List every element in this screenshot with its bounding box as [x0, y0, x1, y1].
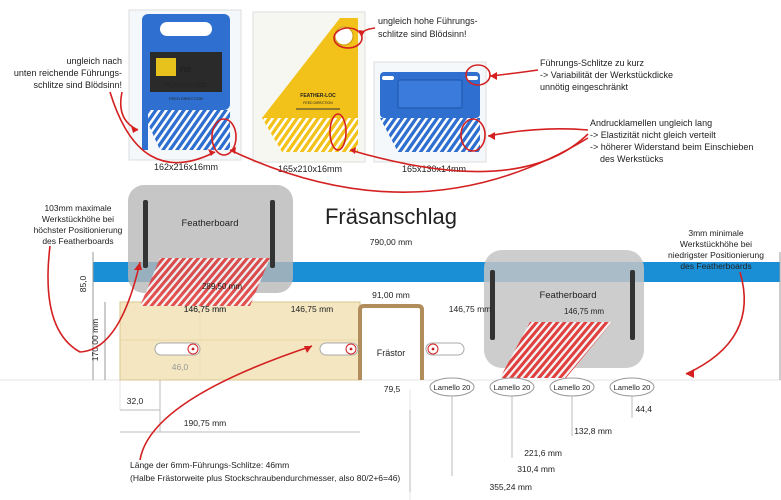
bolt-slots: [154, 342, 465, 356]
lamello-row: Lamello 20 Lamello 20 Lamello 20 Lamello…: [429, 377, 655, 397]
note-min-3: niedrigster Positionierung: [668, 250, 764, 260]
note-left-1: ungleich nach: [66, 56, 122, 66]
note-min-2: Werkstückhöhe bei: [680, 239, 752, 249]
dim-44: 44,4: [635, 404, 652, 414]
lamello-4: Lamello 20: [614, 383, 651, 392]
slot-arrowhead: [304, 346, 312, 353]
dim-32: 32,0: [127, 396, 144, 406]
annotation-marks: [109, 27, 589, 193]
yellow-feed-direction: FEED DIRECTION: [303, 101, 333, 105]
lamello-1: Lamello 20: [434, 383, 471, 392]
frastor-label: Frästor: [377, 348, 406, 358]
slot-length-note: Länge der 6mm-Führungs-Schlitze: 46mm (H…: [130, 460, 400, 483]
fence-dimensions: 146,75 mm 146,75 mm 146,75 mm 146,75 mm …: [172, 304, 492, 372]
note-right2-3: -> höherer Widerstand beim Einschieben: [590, 142, 753, 152]
dim-170: 170,00 mm: [90, 319, 100, 362]
note-left-2: unten reichende Führungs-: [14, 68, 122, 78]
blue-brand: ne: [180, 64, 192, 75]
dim-91: 91,00 mm: [372, 290, 410, 300]
lamello-3: Lamello 20: [554, 383, 591, 392]
blue-product-name: FEATHER-LOC: [165, 83, 208, 89]
featherboard-left: Featherboard 289,50 mm: [128, 185, 293, 306]
notes-top: ungleich nach unten reichende Führungs- …: [14, 16, 753, 164]
annotation-arrowheads: [131, 30, 497, 156]
note-right2-1: Andrucklamellen ungleich lang: [590, 118, 712, 128]
note-slot-1: Länge der 6mm-Führungs-Schlitze: 46mm: [130, 460, 289, 470]
dim-355: 355,24 mm: [489, 482, 532, 492]
note-right2-4: des Werkstücks: [600, 154, 664, 164]
yellow-product-name: FEATHER-LOC: [300, 93, 336, 99]
dim-132: 132,8 mm: [574, 426, 612, 436]
drawing-title: Fräsanschlag: [325, 204, 457, 229]
lamello-2: Lamello 20: [494, 383, 531, 392]
height-arrowheads: [134, 262, 694, 378]
fence-plywood-left: [119, 301, 361, 381]
note-slot-2: (Halbe Frästorweite plus Stockschraubend…: [130, 473, 400, 483]
dim-146a: 146,75 mm: [184, 304, 227, 314]
note-max-2: Werkstückhöhe bei: [42, 214, 114, 224]
dim-146c: 146,75 mm: [449, 304, 492, 314]
featherboard-right: Featherboard 146,75 mm: [484, 250, 644, 378]
note-max-1: 103mm maximale: [44, 203, 111, 213]
blue-board-size: 162x216x16mm: [154, 162, 218, 172]
dim-total-width: 790,00 mm: [370, 237, 413, 247]
height-notes: 103mm maximale Werkstückhöhe bei höchste…: [34, 203, 765, 271]
featherboard-left-label: Featherboard: [181, 218, 238, 229]
blue-feed-direction: FEED DIRECTION: [169, 96, 203, 101]
dim-146a-ghost: 146,75 mm: [184, 304, 227, 314]
dim-146b: 146,75 mm: [291, 304, 334, 314]
note-right1-3: unnötig eingeschränkt: [540, 82, 629, 92]
blue-featherboard-photo: ne FEATHER-LOC FEED DIRECTION 162x216x16…: [128, 9, 242, 172]
note-max-4: des Featherboards: [42, 236, 113, 246]
note-min-1: 3mm minimale: [688, 228, 744, 238]
dim-221: 221,6 mm: [524, 448, 562, 458]
dim-46: 46,0: [172, 362, 189, 372]
small-featherboard-photo: 165x130x14mm: [373, 61, 487, 174]
featherboard-right-label: Featherboard: [539, 290, 596, 301]
note-right1-2: -> Variabilität der Werkstückdicke: [540, 70, 673, 80]
dim-190: 190,75 mm: [184, 418, 227, 428]
note-top-1: ungleich hohe Führungs-: [378, 16, 478, 26]
dim-310: 310,4 mm: [517, 464, 555, 474]
yellow-featherboard-photo: FEATHER-LOC FEED DIRECTION 165x210x16mm: [252, 11, 366, 174]
yellow-board-size: 165x210x16mm: [278, 164, 342, 174]
note-top-2: schlitze sind Blödsinn!: [378, 29, 467, 39]
slot-arrow: [139, 345, 313, 461]
dim-85: 85,0: [78, 275, 88, 292]
note-min-4: des Featherboards: [680, 261, 751, 271]
height-arrows: [47, 245, 745, 375]
note-right2-2: -> Elastizität nicht gleich verteilt: [590, 130, 716, 140]
dim-289: 289,50 mm: [202, 282, 242, 291]
dim-79: 79,5: [384, 384, 401, 394]
note-right1-1: Führungs-Schlitze zu kurz: [540, 58, 645, 68]
bottom-dimensions: 32,0 190,75 mm 44,4 132,8 mm 221,6 mm 31…: [127, 396, 653, 492]
dim-146c-ghost: 146,75 mm: [564, 307, 604, 316]
note-max-3: höchster Positionierung: [34, 225, 123, 235]
frastor: 91,00 mm Frästor 79,5: [358, 290, 424, 394]
note-left-3: schlitze sind Blödsinn!: [33, 80, 122, 90]
